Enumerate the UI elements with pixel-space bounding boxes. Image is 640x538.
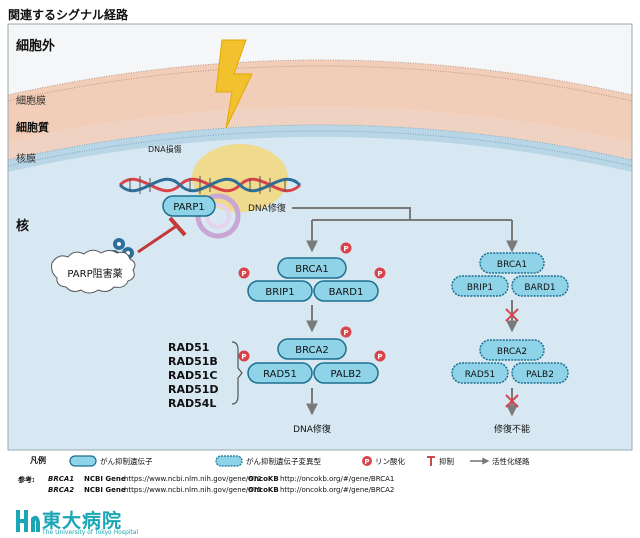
svg-text:P: P [377,270,382,278]
dna-helix-icon [118,176,302,194]
rad-list-item: RAD51D [168,383,219,396]
left-rad51-node [247,362,313,384]
lightning-bolt-icon [215,39,253,129]
right-brca2-node [479,339,545,361]
phospho-marker: P [374,267,386,279]
right-palb2-node [511,362,569,384]
left-brca2-node [277,338,347,360]
legend-inhibit-label: 抑制 [439,456,454,466]
left-palb2-label: PALB2 [330,369,361,380]
svg-text:P: P [343,329,348,337]
rad-list-item: RAD51B [168,355,218,368]
left-brip1-label: BRIP1 [265,287,294,298]
rad-list-item: RAD54L [168,397,216,410]
ref-db2: OncoKB [248,486,279,494]
membrane-label: 細胞膜 [16,94,46,107]
legend-phospho-icon: P [362,456,372,466]
left-brip1-node [247,280,313,302]
rad-list-bracket [231,341,243,405]
ref-db1: NCBI Gene [84,486,126,494]
right-palb2-label: PALB2 [526,370,554,380]
right-outcome-label: 修復不能 [494,423,530,435]
right-rad51-label: RAD51 [465,370,495,380]
parp1-label: PARP1 [173,202,205,213]
inhibit-bar [168,216,187,237]
rad-list-item: RAD51 [168,341,209,354]
rad-list-item: RAD51C [168,369,218,382]
ref-url2[interactable]: http://oncokb.org/#/gene/BRCA2 [280,486,395,494]
ref-url1[interactable]: https://www.ncbi.nlm.nih.gov/gene/675 [124,486,262,494]
left-brca1-label: BRCA1 [295,264,329,275]
phospho-marker: P [340,326,352,338]
left-rad51-label: RAD51 [263,369,297,380]
left-palb2-node [313,362,379,384]
ref-gene: BRCA1 [48,475,75,483]
legend-box [8,451,632,469]
phospho-marker: P [238,267,250,279]
left-brca2-label: BRCA2 [295,345,329,356]
legend-heading: 凡例 [30,455,46,465]
parp-inhibitor-cloud [51,249,136,294]
dna-damage-label: DNA損傷 [148,144,182,154]
legend-activation-label: 活性化経路 [492,456,530,466]
right-brip1-node [451,275,509,297]
svg-text:P: P [241,270,246,278]
extracellular-label: 細胞外 [16,38,55,54]
phospho-marker: P [340,242,352,254]
left-outcome-label: DNA修復 [293,423,331,435]
legend-mutant-label: がん抑制遺伝子変異型 [246,456,321,466]
ref-url2[interactable]: http://oncokb.org/#/gene/BRCA1 [280,475,395,483]
nuclear-membrane-label: 核膜 [16,152,36,165]
inhibitor-line [137,223,179,254]
svg-text:P: P [377,353,382,361]
dna-repair-branch-label: DNA修復 [248,202,286,214]
cytoplasm-region [8,107,632,160]
blocked-x-icon [505,308,519,322]
hospital-logo-icon [16,510,40,532]
nuclear-membrane [8,125,632,172]
hospital-name: 東大病院 [42,510,123,532]
right-brca1-node [479,252,545,274]
cytoplasm-label: 細胞質 [16,120,49,134]
left-bard1-node [313,280,379,302]
blocked-x-icon [505,394,519,408]
reference-row: BRCA1 [48,475,74,483]
legend-mutant-swatch [215,455,243,467]
svg-text:P: P [343,245,348,253]
ref-db2: OncoKB [248,475,279,483]
svg-text:P: P [241,353,246,361]
right-rad51-node [451,362,509,384]
right-brip1-label: BRIP1 [467,283,493,293]
reference-row: BRCA2 [48,486,74,494]
legend-suppressor-swatch [69,455,97,467]
svg-text:P: P [364,458,369,466]
ref-gene: BRCA2 [48,486,75,494]
left-bard1-label: BARD1 [329,287,364,298]
ref-url1[interactable]: https://www.ncbi.nlm.nih.gov/gene/672 [124,475,262,483]
legend-phospho-label: リン酸化 [375,456,405,466]
right-brca2-label: BRCA2 [497,347,527,357]
hospital-subtitle: The University of Tokyo Hospital [42,529,139,536]
references-heading: 参考: [18,476,35,484]
legend-suppressor-label: がん抑制遺伝子 [100,456,153,466]
right-brca1-label: BRCA1 [497,260,527,270]
right-bard1-node [511,275,569,297]
parp1-node [162,195,216,217]
phospho-marker: P [238,350,250,362]
legend-inhibit-icon [427,456,435,466]
ref-db1: NCBI Gene [84,475,126,483]
parp-inhibitor-label: PARP阻害薬 [67,267,122,280]
left-brca1-node [277,257,347,279]
page-title: 関連するシグナル経路 [8,8,129,22]
branch-connector [292,207,512,221]
nucleus-label: 核 [16,218,29,234]
right-bard1-label: BARD1 [524,283,555,293]
cell-membrane [8,60,632,142]
phospho-marker: P [374,350,386,362]
